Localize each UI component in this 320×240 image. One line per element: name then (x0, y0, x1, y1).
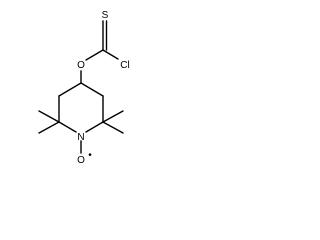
atom-label-oxygen-radical: O (77, 155, 85, 166)
bond-c2-n (85, 121, 104, 133)
bond-c4-c3 (80, 82, 104, 97)
bond-c5-c4 (58, 82, 82, 97)
atom-label-chlorine: Cl (120, 60, 129, 71)
bond-c6-methyl-a (38, 110, 60, 123)
bond-carbon-chlorine (102, 49, 119, 60)
bond-n-c6 (58, 121, 77, 133)
atom-label-oxygen-ester: O (77, 60, 85, 71)
bond-c2-methyl-b (102, 121, 124, 134)
radical-dot: • (88, 150, 92, 161)
bond-c2-methyl-a (102, 110, 124, 123)
bond-oxygen-carbon (85, 49, 104, 61)
atom-label-sulfur: S (102, 10, 109, 21)
atom-label-nitrogen: N (77, 132, 84, 143)
bond-c6-methyl-b (38, 121, 60, 134)
structure-diagram: S O Cl N O • (38, 10, 130, 166)
